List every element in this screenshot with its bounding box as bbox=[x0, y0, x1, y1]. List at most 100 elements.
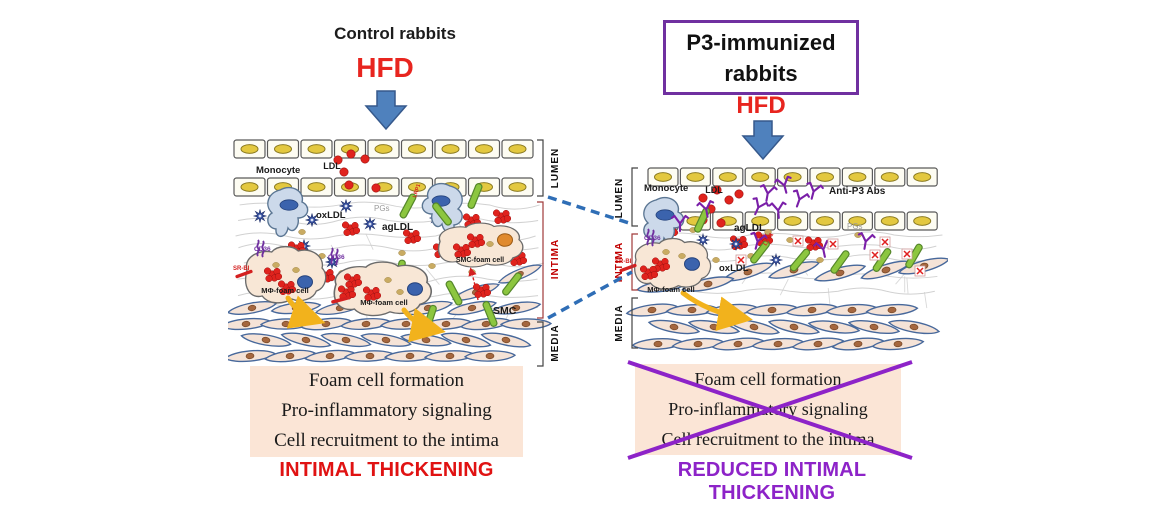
ldl-particle-icon bbox=[339, 167, 349, 177]
intima-wall-label: INTIMA bbox=[614, 242, 625, 282]
agldl-aggregate-icon bbox=[804, 236, 824, 252]
cd36-label: CD36 bbox=[328, 254, 345, 261]
agldl-aggregate-icon bbox=[639, 265, 659, 281]
media-wall-label: MEDIA bbox=[614, 304, 625, 341]
lumen-wall-label: LUMEN bbox=[550, 148, 561, 189]
lrp1-receptor-icon bbox=[467, 183, 483, 209]
anti-p3-antibody-icon bbox=[670, 214, 690, 233]
smc-cell bbox=[264, 349, 316, 363]
monocyte-label: Monocyte bbox=[256, 165, 300, 176]
left-conclusion: INTIMAL THICKENING bbox=[279, 459, 494, 481]
smc-cell bbox=[240, 333, 292, 347]
anti-p3-antibody-icon bbox=[857, 232, 876, 250]
ldl-particle-icon bbox=[716, 218, 726, 228]
agldl-aggregate-icon bbox=[341, 221, 361, 237]
lrp1-receptor-label: LRP1 bbox=[412, 183, 422, 198]
anti-p3-abs-label: Anti-P3 Abs bbox=[829, 186, 886, 197]
smc-cell bbox=[807, 320, 861, 334]
oxldl-label: oxLDL bbox=[719, 263, 749, 274]
lumen-wall-label: LUMEN bbox=[614, 178, 625, 219]
left-outcomes-box: Foam cell formation Pro-inflammatory sig… bbox=[250, 366, 523, 457]
ldl-particle-icon bbox=[724, 195, 734, 205]
lrp1-receptor-icon bbox=[399, 193, 417, 219]
ldl-particle-icon bbox=[371, 183, 381, 193]
lrp1-receptor-icon bbox=[502, 272, 522, 296]
agldl-aggregate-icon bbox=[492, 209, 512, 225]
blocked-x-icon bbox=[827, 238, 839, 250]
smc-cell bbox=[825, 303, 879, 317]
m-foam-cell-label: MΦ-foam cell bbox=[647, 285, 694, 294]
smc-label: SMC bbox=[493, 305, 517, 317]
secretion-arrow-icon bbox=[401, 307, 446, 343]
smc-cell bbox=[785, 303, 839, 317]
intima-content bbox=[235, 149, 528, 343]
agldl-label: agLDL bbox=[734, 223, 765, 234]
agldl-aggregate-icon bbox=[472, 283, 492, 299]
smc-cell bbox=[711, 337, 765, 351]
pgs-label: PGs bbox=[847, 222, 863, 231]
anti-p3-antibody-icon bbox=[806, 181, 824, 200]
cd36-label: CD36 bbox=[254, 246, 271, 253]
lrp1-receptor-icon bbox=[445, 280, 463, 306]
left-hfd-label: HFD bbox=[356, 52, 414, 83]
ldl-particle-icon bbox=[734, 189, 744, 199]
monocyte-cell bbox=[421, 182, 463, 234]
ldl-particle-icon bbox=[360, 154, 370, 164]
smc-cell bbox=[463, 350, 517, 362]
agldl-aggregate-icon bbox=[362, 286, 382, 302]
wall-brackets bbox=[537, 139, 544, 367]
agldl-aggregate-icon bbox=[263, 267, 283, 283]
blocked-x-icon bbox=[869, 249, 881, 261]
smc-foam-cell-label: SMC-foam cell bbox=[456, 257, 504, 264]
ldl-particle-icon bbox=[344, 180, 354, 190]
right-outcomes-box: Foam cell formation Pro-inflammatory sig… bbox=[635, 364, 901, 455]
outcome-line: Pro-inflammatory signaling bbox=[668, 399, 868, 419]
endothelium-layers bbox=[233, 139, 534, 197]
secretion-arrow-icon bbox=[680, 290, 753, 332]
anti-p3-antibody-icon bbox=[696, 200, 715, 218]
smc-cell bbox=[647, 319, 701, 335]
lrp1-receptor-icon bbox=[789, 248, 811, 272]
ldl-particle-icon bbox=[346, 149, 356, 159]
blocked-x-icon bbox=[735, 254, 747, 266]
anti-p3-antibody-icon bbox=[752, 197, 770, 216]
agldl-label: agLDL bbox=[382, 222, 413, 233]
outcome-line: Cell recruitment to the intima bbox=[274, 430, 499, 451]
smc-cell bbox=[320, 332, 372, 348]
smc-cell bbox=[865, 303, 919, 317]
ldl-particle-icon bbox=[333, 155, 343, 165]
smc-cell bbox=[360, 333, 412, 347]
smc-cell bbox=[871, 337, 925, 351]
ldl-label: LDL bbox=[705, 185, 723, 195]
smc-cell bbox=[728, 319, 780, 335]
left-panel-title: Control rabbits bbox=[334, 24, 456, 43]
agldl-aggregate-icon bbox=[343, 273, 363, 289]
right-panel-title: P3-immunized rabbits bbox=[663, 20, 859, 95]
cd36-receptor-icon bbox=[256, 239, 265, 258]
left-artery-diagram: Monocyte LDL oxLDL PGs agLDL CD36 CD36 S… bbox=[228, 139, 561, 367]
right-conclusion: REDUCED INTIMAL THICKENING bbox=[677, 459, 867, 504]
right-down-arrow-icon bbox=[741, 120, 785, 161]
anti-p3-antibody-icon bbox=[768, 201, 787, 220]
agldl-aggregate-icon bbox=[277, 280, 297, 296]
anti-p3-antibody-icon bbox=[813, 239, 832, 258]
smc-cell bbox=[887, 319, 941, 335]
blocked-x-icon bbox=[901, 248, 913, 260]
blocked-x-icon bbox=[914, 265, 926, 277]
sr-receptor-label: SR-BI bbox=[233, 266, 250, 272]
smc-cell bbox=[767, 319, 821, 335]
agldl-aggregate-icon bbox=[402, 229, 422, 245]
m-foam-cell-label: MΦ-foam cell bbox=[360, 298, 407, 307]
cd36-label: CD36 bbox=[644, 235, 661, 242]
sr-receptor-icon bbox=[235, 269, 253, 279]
cd36-receptor-icon bbox=[330, 247, 339, 266]
smc-cell bbox=[791, 337, 845, 351]
intima-wall-label: INTIMA bbox=[550, 239, 561, 279]
ldl-particle-icon bbox=[712, 185, 722, 195]
right-artery-diagram: Monocyte LDL Anti-P3 Abs agLDL oxLDL PGs… bbox=[614, 167, 948, 351]
smc-cell bbox=[490, 301, 542, 315]
anti-p3-antibody-icon bbox=[792, 189, 811, 208]
blocked-x-icon bbox=[879, 236, 891, 248]
smc-cell bbox=[847, 319, 901, 335]
